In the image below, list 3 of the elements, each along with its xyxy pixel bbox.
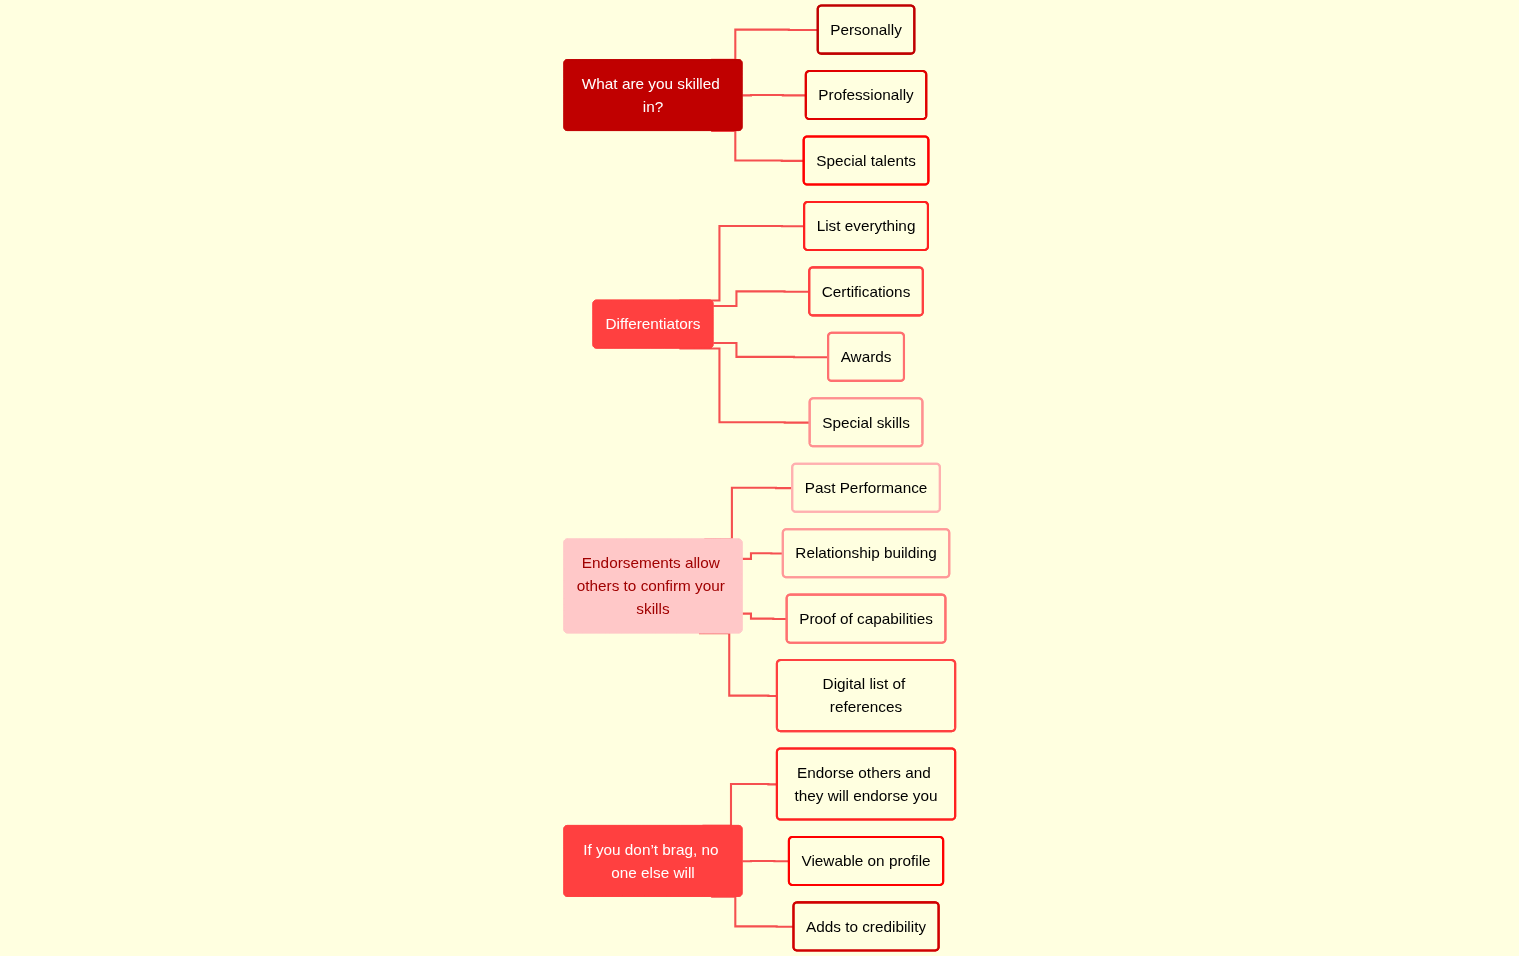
- connector: [742, 612, 787, 621]
- connector: [713, 290, 810, 308]
- connector: [713, 341, 829, 359]
